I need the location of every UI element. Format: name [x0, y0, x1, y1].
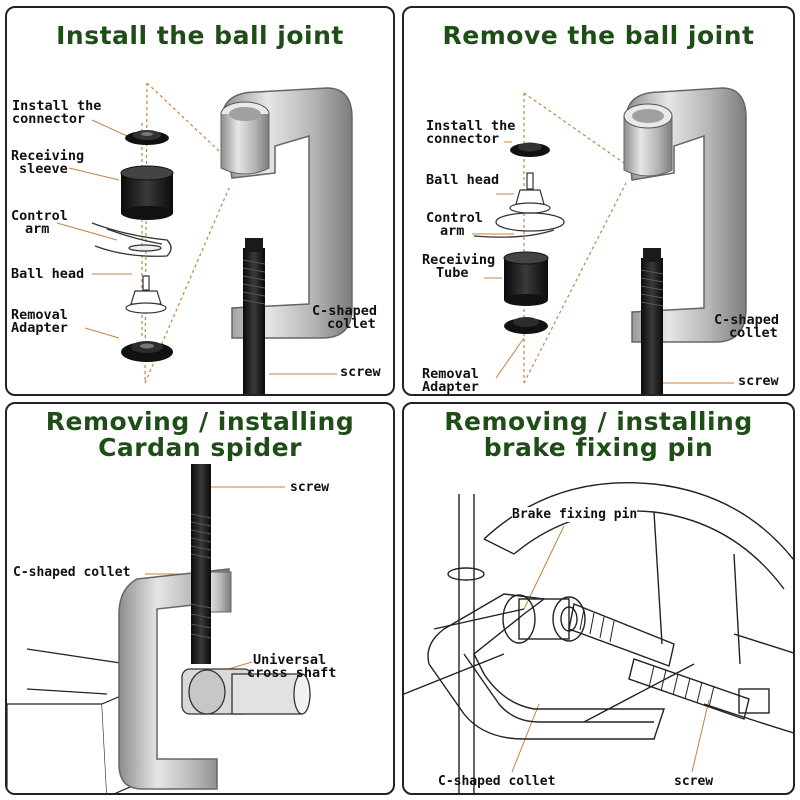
control-arm-label-line2: arm: [25, 221, 50, 237]
threaded-screw: [568, 603, 770, 720]
c-collet-label-line1: C-shaped: [312, 303, 378, 319]
screw-label: screw: [738, 373, 779, 389]
removal-adapter-label-line2: Adapter: [422, 379, 479, 395]
install-connector-label-line2: connector: [426, 131, 500, 147]
screw-label: screw: [290, 480, 330, 495]
panel-remove-ball-joint: Remove the ball joint Install the connec…: [402, 6, 795, 396]
panel-cardan-spider: Removing / installing Cardan spider scre…: [5, 402, 395, 795]
cardan-diagram: [7, 464, 311, 793]
removal-adapter-label-line1: Removal: [11, 307, 68, 323]
install-connector-label-line1: Install the: [12, 98, 102, 114]
c-collet-label-line2: collet: [327, 316, 376, 332]
control-arm-label-line1: Control: [11, 208, 68, 224]
panel-title-line2: brake fixing pin: [483, 433, 714, 462]
receiving-sleeve-part: [120, 165, 174, 220]
brake-pin-diagram: [404, 481, 793, 793]
receiving-tube-part: [503, 251, 549, 306]
receiving-tube-label-line2: Tube: [436, 265, 469, 281]
control-arm-label-line2: arm: [440, 223, 465, 239]
ball-head-part: [509, 172, 551, 214]
c-collet-label: C-shaped collet: [13, 565, 131, 580]
removal-adapter-part: [121, 341, 173, 362]
ball-head-label: Ball head: [426, 172, 500, 188]
install-diagram: [56, 82, 353, 394]
c-collet-label-line1: C-shaped: [714, 312, 780, 328]
universal-label-line1: Universal: [253, 652, 327, 668]
panel-title-line2: Cardan spider: [98, 433, 302, 462]
control-arm-part: [91, 222, 172, 257]
install-connector-part: [125, 130, 169, 145]
removal-adapter-part: [504, 317, 548, 334]
install-connector-label-line2: connector: [12, 111, 86, 127]
panel-brake-fixing-pin: Removing / installing brake fixing pin B…: [402, 402, 795, 795]
install-connector-label-line1: Install the: [426, 118, 516, 134]
threaded-screw: [640, 248, 664, 394]
c-shaped-collet: [220, 87, 353, 339]
panel-install-ball-joint: Install the ball joint Install the conne…: [5, 6, 395, 396]
c-collet-label: C-shaped collet: [438, 774, 556, 789]
receiving-tube-label-line1: Receiving: [422, 252, 496, 268]
brake-pin-label: Brake fixing pin: [512, 507, 638, 522]
leader-lines: [511, 525, 710, 773]
panel-title-line1: Removing / installing: [45, 407, 355, 436]
control-arm-label-line1: Control: [426, 210, 483, 226]
c-shaped-collet: [623, 87, 747, 343]
install-connector-part: [510, 142, 550, 157]
threaded-screw: [190, 464, 212, 664]
screw-label: screw: [340, 364, 381, 380]
removal-adapter-label-line2: Adapter: [11, 320, 68, 336]
panel-title: Install the ball joint: [56, 21, 344, 50]
ball-head-part: [125, 275, 167, 314]
vise-block: [7, 648, 138, 793]
remove-diagram: [472, 87, 747, 394]
ball-head-label: Ball head: [11, 266, 85, 282]
universal-label-line2: cross shaft: [247, 665, 337, 681]
removal-adapter-label-line1: Removal: [422, 366, 479, 382]
leader-lines: [56, 119, 337, 375]
screw-label: screw: [674, 774, 714, 789]
dashed-guide-lines: [523, 92, 627, 384]
threaded-screw: [242, 238, 266, 394]
brake-pin: [502, 594, 586, 644]
control-arm-part: [473, 212, 565, 238]
panel-title: Remove the ball joint: [442, 21, 755, 50]
c-collet-label-line2: collet: [729, 325, 778, 341]
receiving-sleeve-label-line1: Receiving: [11, 148, 85, 164]
receiving-sleeve-label-line2: sleeve: [19, 161, 68, 177]
universal-cross-shaft: [181, 668, 311, 715]
panel-title-line1: Removing / installing: [444, 407, 753, 436]
brake-caliper-outline: [404, 481, 793, 793]
